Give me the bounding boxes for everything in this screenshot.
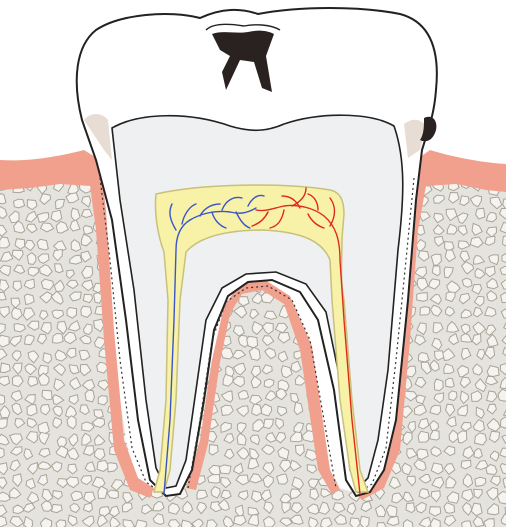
bone-cell [457,431,466,443]
bone-cell [476,208,485,219]
bone-cell [406,503,415,513]
bone-cell [41,279,53,290]
bone-cell [0,237,10,248]
bone-cell [449,391,457,401]
bone-cell [419,489,429,499]
bone-cell [417,293,428,302]
bone-cell [37,239,48,250]
bone-cell [487,366,499,377]
bone-cell [0,363,10,373]
bone-cell [208,475,220,484]
bone-cell [85,390,94,402]
bone-cell [0,376,10,386]
bone-cell [430,405,441,414]
bone-cell [51,210,62,221]
bone-cell [53,334,64,344]
bone-cell [38,422,49,434]
bone-cell [219,465,231,474]
bone-cell [98,396,107,405]
bone-cell [350,518,361,527]
bone-cell [83,226,93,235]
bone-cell [462,278,472,287]
bone-cell [434,379,443,391]
bone-cell [14,199,25,208]
bone-cell [420,307,430,316]
bone-cell [360,516,369,527]
bone-cell [0,394,5,404]
bone-cell [0,335,9,347]
bone-cell [252,404,262,416]
bone-cell [418,431,429,442]
bone-cell [277,474,288,484]
bone-cell [247,336,258,348]
bone-cell [83,503,92,512]
bone-cell [446,378,455,387]
